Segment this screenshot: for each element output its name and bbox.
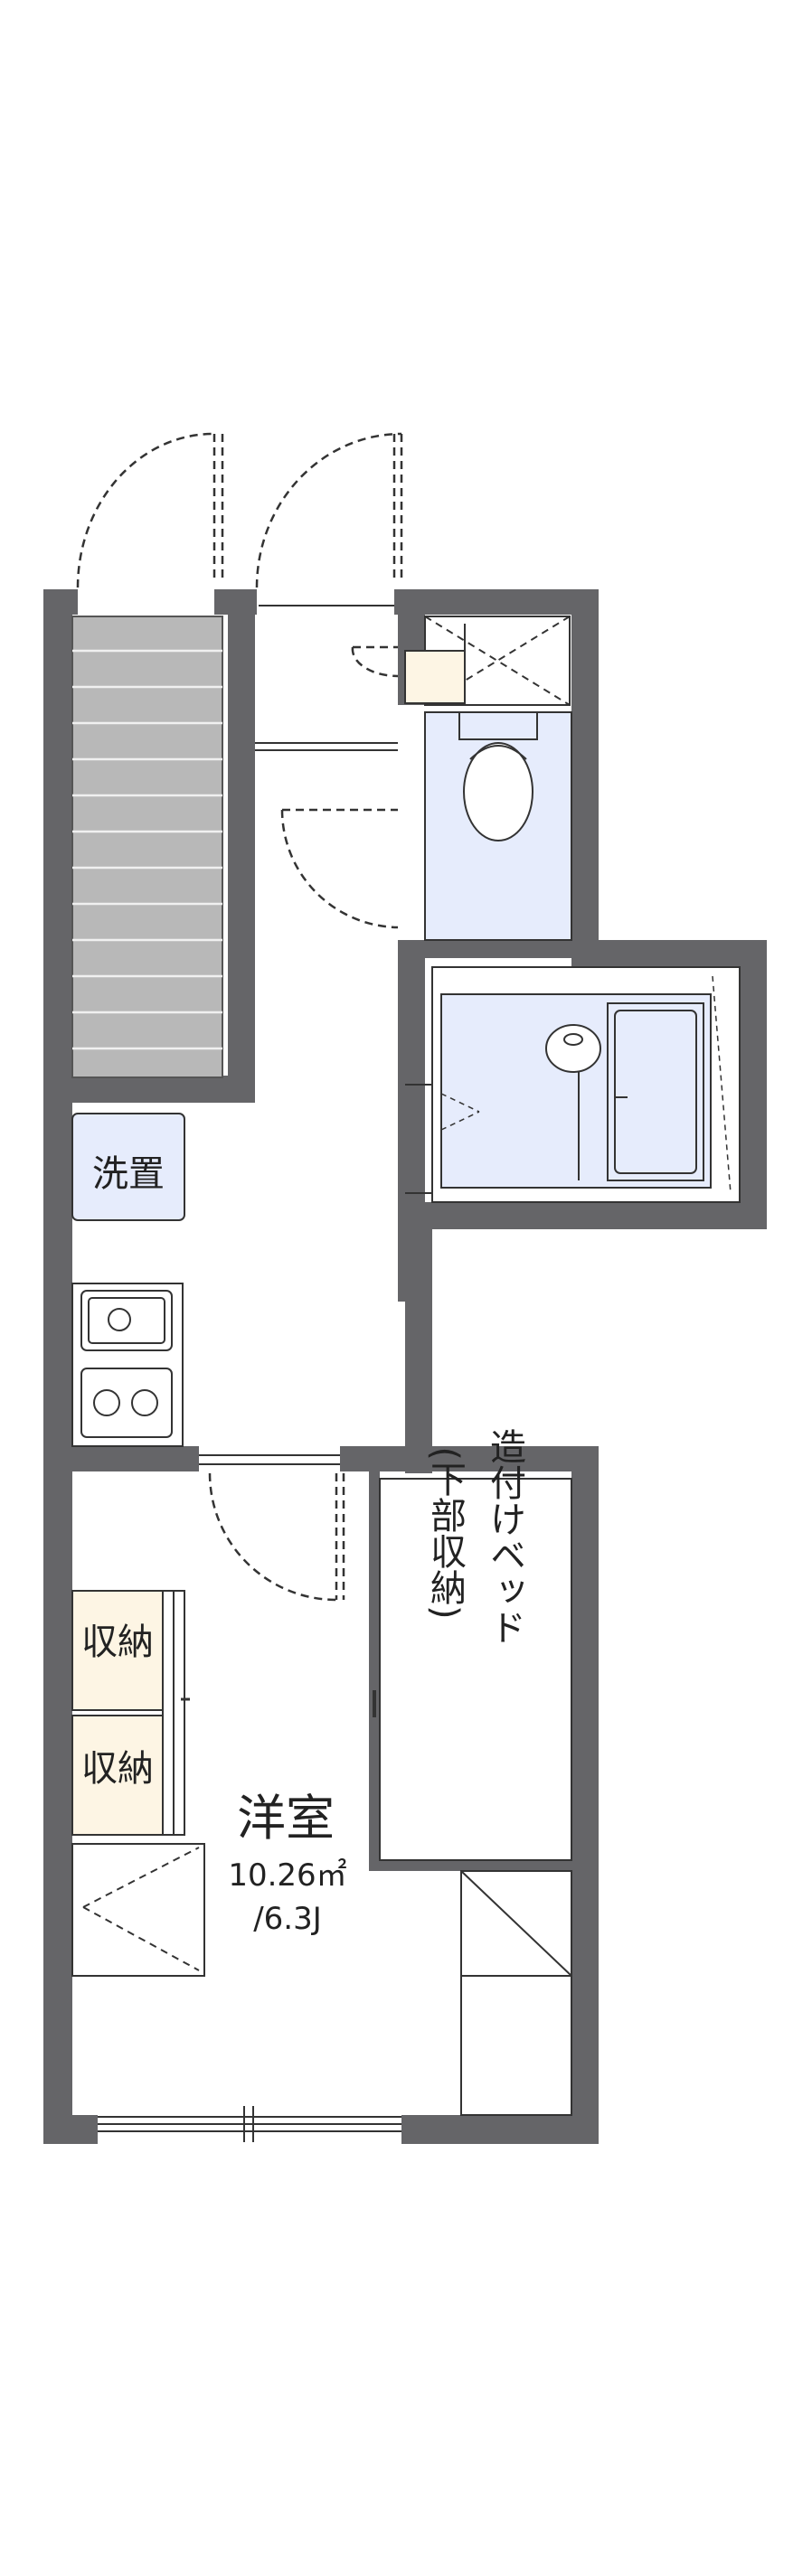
washing-machine-label: 洗置 (92, 1153, 165, 1195)
washbasin-icon (545, 1024, 601, 1073)
bathroom (405, 966, 741, 1203)
storage-closet-2 (71, 1715, 164, 1836)
entrance-doors (76, 432, 403, 588)
shoe-box-area (404, 616, 571, 706)
burner-icon (131, 1389, 158, 1416)
stove (80, 1368, 173, 1438)
built-in-bed: 造付けベッド (下部収納) (373, 1428, 572, 1861)
walls (43, 589, 767, 2144)
toilet-door-small (351, 645, 399, 678)
entry-area (255, 605, 398, 751)
toilet-tank (458, 711, 538, 740)
room-area: 10.26㎡ (228, 1857, 346, 1894)
room-name: 洋室 (237, 1790, 335, 1847)
bed-label-line-1: 造付けベッド (484, 1428, 525, 1645)
kitchen (71, 1283, 184, 1447)
toilet-room (424, 711, 572, 941)
entrance-door-right-swing (255, 432, 402, 588)
room-tatami: /6.3J (253, 1901, 322, 1937)
room-labels: 洋室 10.26㎡ /6.3J (228, 1790, 346, 1937)
toilet-door (280, 808, 399, 929)
window-bottom (98, 2106, 401, 2142)
storage-label-2: 収納 (81, 1748, 154, 1790)
room-door (208, 1472, 345, 1602)
storage-closets: 収納 収納 (71, 1590, 190, 1836)
bed-label-line-2: (下部収納) (424, 1446, 466, 1619)
entrance-door-left-swing (76, 432, 215, 588)
toilet-bowl-icon (463, 742, 533, 841)
burner-icon (93, 1389, 120, 1416)
bathtub (607, 1002, 704, 1181)
kitchen-sink (80, 1290, 173, 1351)
storage-label-1: 収納 (81, 1622, 154, 1663)
washing-machine-space: 洗置 (71, 1113, 185, 1221)
staircase (71, 616, 223, 1078)
closet-lower-right (460, 1870, 572, 2116)
closet-lower-left (71, 1843, 205, 1977)
storage-closet-1 (71, 1590, 164, 1711)
